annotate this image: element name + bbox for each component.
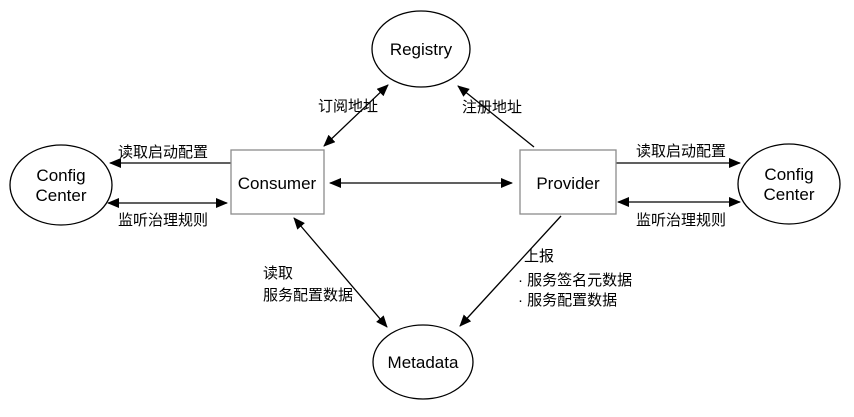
subscribe-address-label: 订阅地址 bbox=[318, 98, 378, 115]
edge-consumer-registry bbox=[323, 84, 389, 147]
registry-label: Registry bbox=[390, 40, 453, 59]
provider-label: Provider bbox=[536, 174, 600, 193]
node-config-center-left bbox=[9, 144, 113, 226]
provider-metadata-label-line2: · 服务签名元数据 bbox=[518, 272, 632, 289]
metadata-label: Metadata bbox=[388, 353, 459, 372]
provider-listen-governance-rules-label: 监听治理规则 bbox=[636, 212, 726, 229]
node-registry bbox=[371, 10, 471, 88]
node-config-center-right bbox=[737, 143, 841, 225]
edge-consumer-metadata bbox=[293, 217, 388, 328]
consumer-listen-governance-rules-label: 监听治理规则 bbox=[118, 212, 208, 229]
register-address-label: 注册地址 bbox=[462, 99, 522, 116]
config-center-left-label-line2: Center bbox=[35, 186, 86, 205]
consumer-metadata-label-line2: 服务配置数据 bbox=[263, 287, 353, 304]
provider-metadata-label-line1: 上报 bbox=[524, 248, 554, 265]
edge-provider-registry bbox=[457, 85, 535, 148]
consumer-label: Consumer bbox=[238, 174, 317, 193]
config-center-right-label-line1: Config bbox=[764, 165, 813, 184]
edge-provider-metadata bbox=[459, 215, 562, 327]
node-consumer bbox=[230, 149, 325, 215]
provider-metadata-label-line3: · 服务配置数据 bbox=[518, 292, 617, 309]
node-provider bbox=[519, 149, 617, 215]
consumer-metadata-label-line1: 读取 bbox=[263, 265, 293, 282]
node-metadata bbox=[372, 324, 474, 400]
consumer-read-startup-config-label: 读取启动配置 bbox=[118, 144, 208, 161]
config-center-right-label-line2: Center bbox=[763, 185, 814, 204]
provider-read-startup-config-label: 读取启动配置 bbox=[636, 143, 726, 160]
config-center-left-label-line1: Config bbox=[36, 166, 85, 185]
